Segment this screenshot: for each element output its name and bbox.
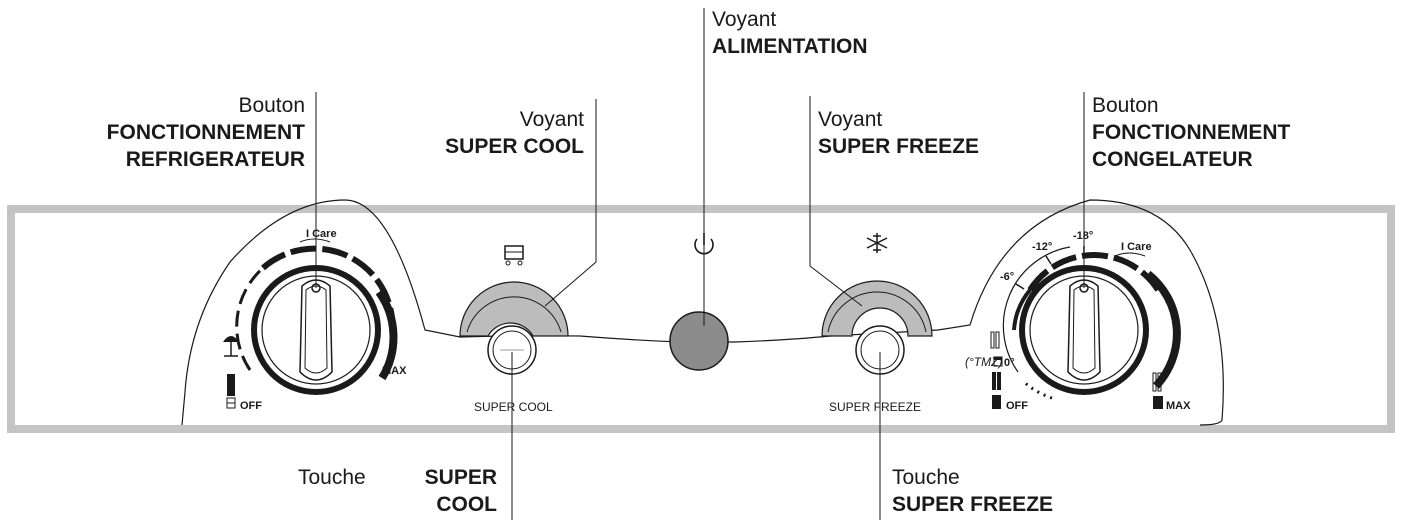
freezer-off-icon [992, 372, 996, 390]
freezer-off-label: OFF [1006, 400, 1028, 412]
freezer-max-icon [1152, 372, 1157, 392]
callout-freezer-line2: FONCTIONNEMENT [1092, 121, 1291, 144]
fridge-dial: I Care MAX OFF [223, 228, 407, 412]
callout-fridge-line2: FONCTIONNEMENT [106, 121, 305, 144]
callout-power-line2: ALIMENTATION [712, 35, 868, 58]
callout-super-cool-key-label: Touche [298, 464, 366, 491]
power-indicator-light [669, 311, 729, 371]
callout-super-cool-key: SUPER COOL [425, 464, 497, 518]
super-cool-indicator [459, 281, 569, 337]
leader-super-cool-light [544, 99, 597, 307]
leader-lines [315, 8, 1085, 520]
fridge-dial-arc-thin [235, 266, 264, 371]
fridge-dial-knob [299, 279, 333, 381]
freezer-dial-arc-dotted [1023, 380, 1053, 400]
freezer-dial-arc-thick [1027, 252, 1161, 292]
callout-power-light: Voyant ALIMENTATION [712, 6, 868, 60]
freezer-tick-minus6: -6° [1000, 271, 1014, 283]
callout-super-cool-light-line2: SUPER COOL [445, 135, 584, 158]
callout-super-cool-key-line2: SUPER [424, 466, 497, 489]
super-freeze-panel-label: SUPER FREEZE [829, 400, 921, 414]
callout-super-freeze-light-line2: SUPER FREEZE [818, 135, 980, 158]
super-cool-group: SUPER COOL [459, 245, 569, 414]
panel-frame [7, 205, 1395, 433]
callout-fridge-button: Bouton FONCTIONNEMENT REFRIGERATEUR [107, 92, 305, 173]
callout-super-freeze-key-line2: SUPER FREEZE [892, 493, 1054, 516]
fridge-off-label: OFF [240, 400, 262, 412]
power-group [669, 233, 729, 371]
fridge-off-icon [227, 374, 235, 396]
freezer-dial-arc-thin [1002, 246, 1071, 373]
super-freeze-group: SUPER FREEZE [821, 233, 933, 414]
callout-super-freeze-light: Voyant SUPER FREEZE [818, 106, 979, 160]
super-cool-icon [504, 245, 524, 266]
callout-fridge-line3: REFRIGERATEUR [125, 148, 305, 171]
freezer-tick-minus18: -18° [1073, 230, 1093, 242]
fridge-dial-arc-max [375, 289, 398, 381]
fridge-max-label: MAX [382, 365, 407, 377]
callout-super-cool-key-line3: COOL [436, 493, 497, 516]
callout-freezer-line1: Bouton [1092, 94, 1159, 117]
freezer-0-icon [990, 331, 995, 349]
callout-fridge-line1: Bouton [238, 94, 305, 117]
freezer-tick-minus12: -12° [1032, 241, 1052, 253]
freezer-dial-arc-max [1145, 270, 1181, 389]
super-cool-panel-label: SUPER COOL [474, 400, 553, 414]
callout-freezer-button: Bouton FONCTIONNEMENT CONGELATEUR [1092, 92, 1290, 173]
callout-freezer-line3: CONGELATEUR [1092, 148, 1253, 171]
tmz-label: (°TMZ) [965, 355, 1002, 369]
leader-super-freeze-light [809, 96, 863, 307]
freezer-tick-0: 0° [1004, 357, 1015, 369]
callout-super-freeze-light-line1: Voyant [818, 108, 883, 131]
callout-super-cool-light: Voyant SUPER COOL [445, 106, 584, 160]
freezer-care-label: I Care [1121, 241, 1152, 253]
callout-power-line1: Voyant [712, 8, 777, 31]
freezer-dial-knob [1067, 279, 1101, 381]
callout-super-cool-key-line1: Touche [298, 466, 366, 489]
callout-super-cool-light-line1: Voyant [519, 108, 584, 131]
callout-super-freeze-key-line1: Touche [892, 466, 960, 489]
snowflake-icon [866, 233, 888, 253]
freezer-max-label: MAX [1166, 400, 1191, 412]
holiday-umbrella-icon [223, 336, 239, 357]
super-freeze-indicator [821, 280, 933, 337]
freezer-dial: -18° -12° -6° 0° I Care (°TMZ) OFF MAX [965, 230, 1191, 412]
callout-super-freeze-key: Touche SUPER FREEZE [892, 464, 1053, 518]
fridge-care-label: I Care [306, 228, 337, 240]
